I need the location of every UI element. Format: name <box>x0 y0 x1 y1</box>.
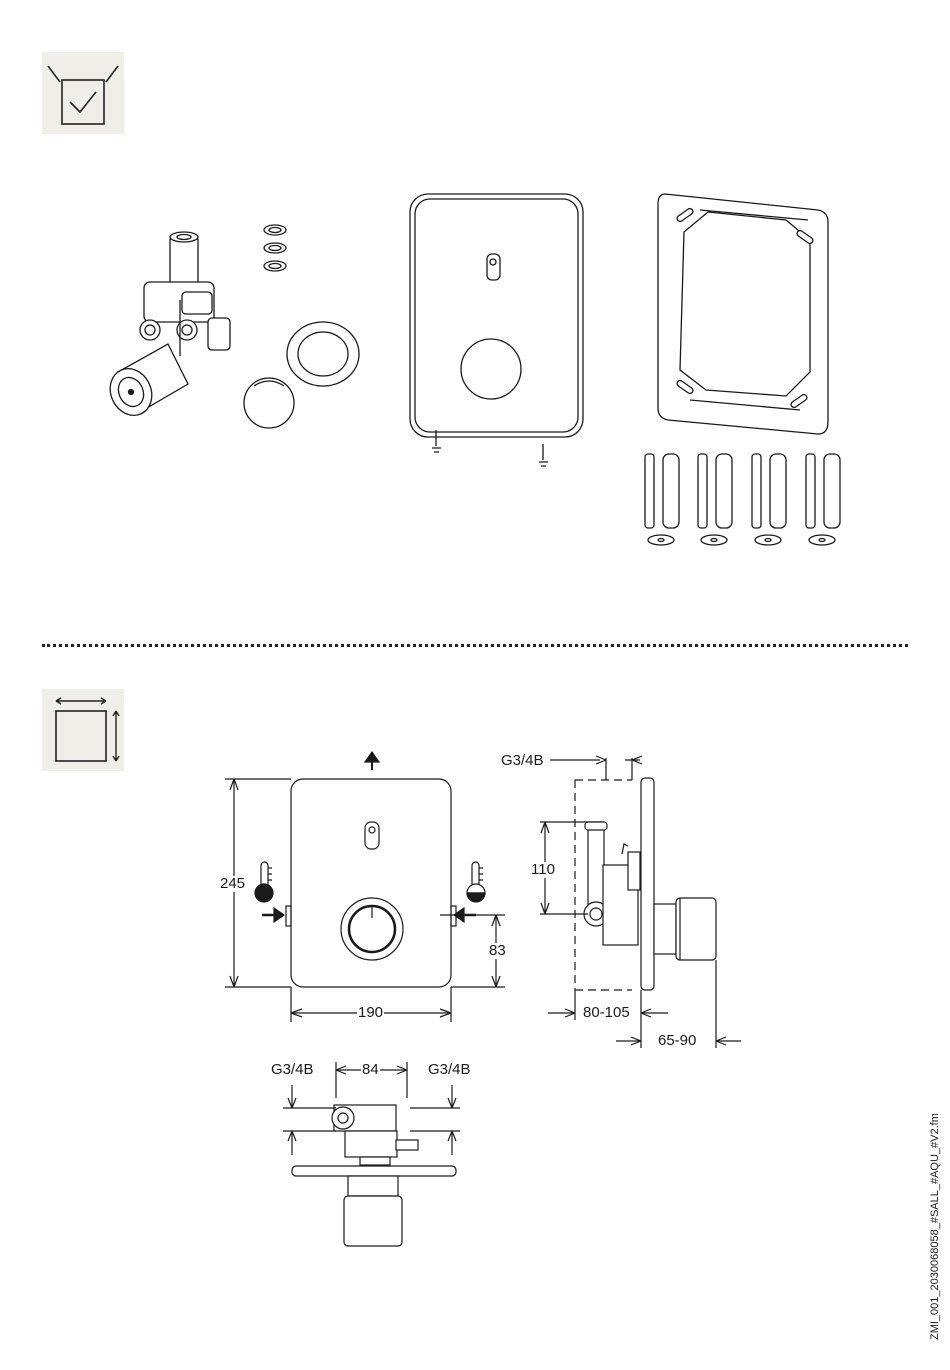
dim-bottom-offset: 83 <box>488 943 507 959</box>
hot-water-thermometer-icon <box>255 862 273 902</box>
outlet-arrow-icon <box>365 752 379 762</box>
dim-top-right-connection: G3/4B <box>427 1062 472 1078</box>
dim-side-connection: G3/4B <box>500 753 545 769</box>
dim-side-height: 110 <box>530 862 556 878</box>
dim-handle-projection: 65-90 <box>657 1033 697 1049</box>
dim-top-spacing: 84 <box>361 1062 380 1078</box>
side-view <box>575 758 716 990</box>
dim-top-left-connection: G3/4B <box>270 1062 315 1078</box>
dim-width-total: 190 <box>357 1005 384 1021</box>
document-code: ZMI_001_2030068058_#SALL_#AQU_#V2.fm <box>929 1113 941 1340</box>
cold-water-thermometer-icon <box>467 862 485 902</box>
front-view <box>286 752 456 987</box>
dim-height-total: 245 <box>219 876 246 892</box>
top-view <box>292 1105 456 1246</box>
dim-wall-depth: 80-105 <box>582 1005 631 1021</box>
